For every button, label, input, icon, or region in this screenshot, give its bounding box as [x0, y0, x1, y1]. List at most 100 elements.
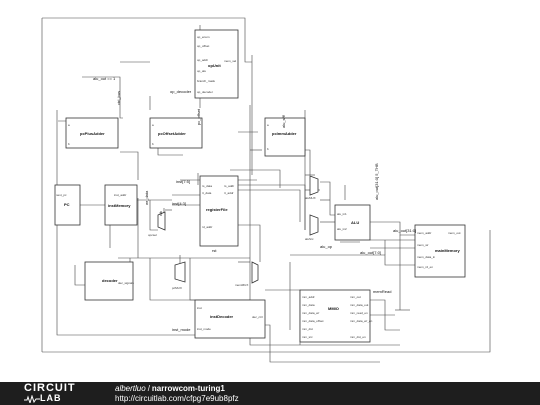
svg-text:alu_in1: alu_in1 [337, 212, 347, 216]
svg-text:op_alu: op_alu [197, 69, 206, 73]
svg-text:mm_data_out: mm_data_out [350, 303, 369, 307]
svg-text:mainMemory: mainMemory [435, 248, 460, 253]
svg-text:rt_addr: rt_addr [224, 191, 234, 195]
svg-text:pcImmAdder: pcImmAdder [272, 131, 297, 136]
svg-text:inst_mode: inst_mode [172, 327, 191, 332]
pcplusadder-block[interactable]: pcPlusAdder a b [65, 117, 119, 149]
svg-text:rs_addr: rs_addr [224, 184, 234, 188]
svg-text:pcPlusAdder: pcPlusAdder [80, 131, 105, 136]
svg-text:op_decoder: op_decoder [197, 90, 213, 94]
svg-text:instMemory: instMemory [108, 203, 131, 208]
svg-text:mem_out: mem_out [448, 231, 461, 235]
svg-text:mm_out: mm_out [350, 295, 361, 299]
circuitlab-logo[interactable]: CIRCUIT LAB [24, 383, 92, 404]
svg-text:mm_read_en: mm_read_en [350, 311, 368, 315]
svg-text:PC: PC [64, 202, 70, 207]
svg-text:inst[4:3]: inst[4:3] [172, 201, 186, 206]
schematic-canvas: .w { stroke:#444; stroke-width:0.6; fill… [41, 17, 491, 363]
svg-text:memMUX: memMUX [235, 283, 248, 287]
svg-text:op_addr: op_addr [197, 58, 208, 62]
svg-text:alu_src: alu_src [281, 115, 286, 128]
svg-text:b: b [152, 142, 154, 146]
svg-text:mm_data_offset: mm_data_offset [302, 319, 324, 323]
svg-text:rd_addr: rd_addr [202, 225, 212, 229]
svg-text:pcOffsetAdder: pcOffsetAdder [158, 131, 186, 136]
mmio-block[interactable]: MMIO mm_addr mm_data mm_data_wr mm_data_… [299, 289, 373, 343]
credit-separator: / [147, 384, 150, 393]
svg-text:ALU: ALU [351, 220, 359, 225]
svg-text:mm_data: mm_data [302, 303, 315, 307]
svg-text:op_offset: op_offset [197, 44, 209, 48]
svg-text:alu_out[7:0]: alu_out[7:0] [360, 250, 381, 255]
decoder-block[interactable]: decoder dec_signals [84, 261, 134, 301]
svg-text:op_enum: op_enum [197, 35, 210, 39]
svg-text:instDecoder: instDecoder [210, 314, 234, 319]
circuit-url[interactable]: http://circuitlab.com/cfpg7e9ub8pfz [115, 394, 239, 403]
mainmemory-block[interactable]: mainMemory mem_addr mem_wr mem_data_in m… [414, 224, 466, 278]
svg-text:inst_addr: inst_addr [114, 193, 126, 197]
project-title[interactable]: narrowcom-turing1 [151, 384, 225, 393]
mux-pcmux[interactable]: pcMUX [172, 261, 186, 290]
pcoffsetadder-block[interactable]: pcOffsetAdder a b [149, 117, 203, 149]
svg-text:mem_addr: mem_addr [417, 231, 431, 235]
svg-text:registerFile: registerFile [206, 207, 228, 212]
instdecoder-block[interactable]: instDecoder inst inst_mode dec_ctrl [194, 299, 266, 339]
svg-text:aluMUX: aluMUX [305, 196, 316, 200]
mux-opcsel[interactable]: opcsel [148, 211, 166, 237]
svg-text:mem_rd_en: mem_rd_en [417, 265, 433, 269]
pcimmadder-block[interactable]: pcImmAdder a b [264, 117, 306, 157]
opunit-block[interactable]: opUnit op_enum op_offset op_addr op_alu … [194, 29, 239, 99]
svg-text:inst_mode: inst_mode [197, 327, 211, 331]
svg-text:mem_sel: mem_sel [224, 59, 237, 63]
svg-text:mm_dst_en: mm_dst_en [350, 335, 366, 339]
svg-text:dec_signals: dec_signals [118, 281, 134, 285]
net-labels: alu_out == 1 inst[7:5] inst[4:3] alu_out… [93, 76, 416, 332]
svg-text:decoder: decoder [102, 278, 118, 283]
svg-text:memRead: memRead [373, 289, 391, 294]
mux-alusrc[interactable]: aluSrc [305, 214, 319, 241]
mux-memmux[interactable]: memMUX [235, 261, 259, 287]
alu-block[interactable]: ALU alu_in1 alu_in2 [334, 204, 371, 241]
waveform-icon [24, 395, 40, 403]
instmemory-block[interactable]: instMemory inst_addr [104, 184, 138, 226]
svg-text:mm_dst: mm_dst [302, 327, 313, 331]
svg-text:branch_mask: branch_mask [197, 79, 216, 83]
svg-text:a: a [267, 123, 269, 127]
svg-text:alu_out == 1: alu_out == 1 [93, 76, 116, 81]
logo-bottom-text: LAB [40, 393, 62, 403]
registerfile-block[interactable]: registerFile rs_data rt_data rd_addr rst… [199, 175, 239, 253]
svg-text:dec_ctrl: dec_ctrl [252, 315, 263, 319]
svg-text:a: a [152, 123, 154, 127]
svg-text:mm_data_wr_en: mm_data_wr_en [350, 319, 373, 323]
svg-text:alu_out[31:0]: alu_out[31:0] [393, 228, 416, 233]
svg-text:MMIO: MMIO [328, 306, 339, 311]
svg-text:pcMUX: pcMUX [172, 286, 182, 290]
svg-text:op_decoder: op_decoder [170, 89, 192, 94]
svg-text:mm_data_wr: mm_data_wr [302, 311, 319, 315]
svg-text:a: a [68, 123, 70, 127]
logo-top-text: CIRCUIT [24, 382, 76, 394]
svg-text:mem_data_in: mem_data_in [417, 255, 436, 259]
svg-text:rst: rst [212, 248, 217, 253]
svg-text:opUnit: opUnit [208, 63, 221, 68]
svg-text:inst: inst [197, 306, 202, 310]
svg-text:aluSrc: aluSrc [305, 237, 314, 241]
svg-text:clk: clk [158, 211, 163, 216]
pc-block[interactable]: PC next_pc [54, 184, 81, 226]
svg-text:mm_src: mm_src [302, 335, 313, 339]
svg-text:opcsel: opcsel [148, 233, 157, 237]
svg-text:wr_data: wr_data [144, 190, 149, 205]
svg-text:inst[7:5]: inst[7:5] [176, 179, 190, 184]
svg-text:rs_data: rs_data [202, 184, 212, 188]
svg-text:alu_in2: alu_in2 [337, 227, 347, 231]
credit-line: albertluo/narrowcom-turing1 [115, 384, 225, 393]
svg-text:pc_offset: pc_offset [196, 108, 201, 125]
svg-text:alu_out[31:0] 5_THB: alu_out[31:0] 5_THB [374, 163, 379, 200]
author-link[interactable]: albertluo [115, 384, 146, 393]
footer-bar: CIRCUIT LAB albertluo/narrowcom-turing1 … [0, 382, 540, 405]
svg-text:rt_data: rt_data [202, 191, 212, 195]
mux-alumux[interactable]: aluMUX [305, 175, 319, 200]
svg-text:mem_wr: mem_wr [417, 243, 429, 247]
svg-text:next_pc: next_pc [56, 193, 67, 197]
svg-text:mm_addr: mm_addr [302, 295, 315, 299]
